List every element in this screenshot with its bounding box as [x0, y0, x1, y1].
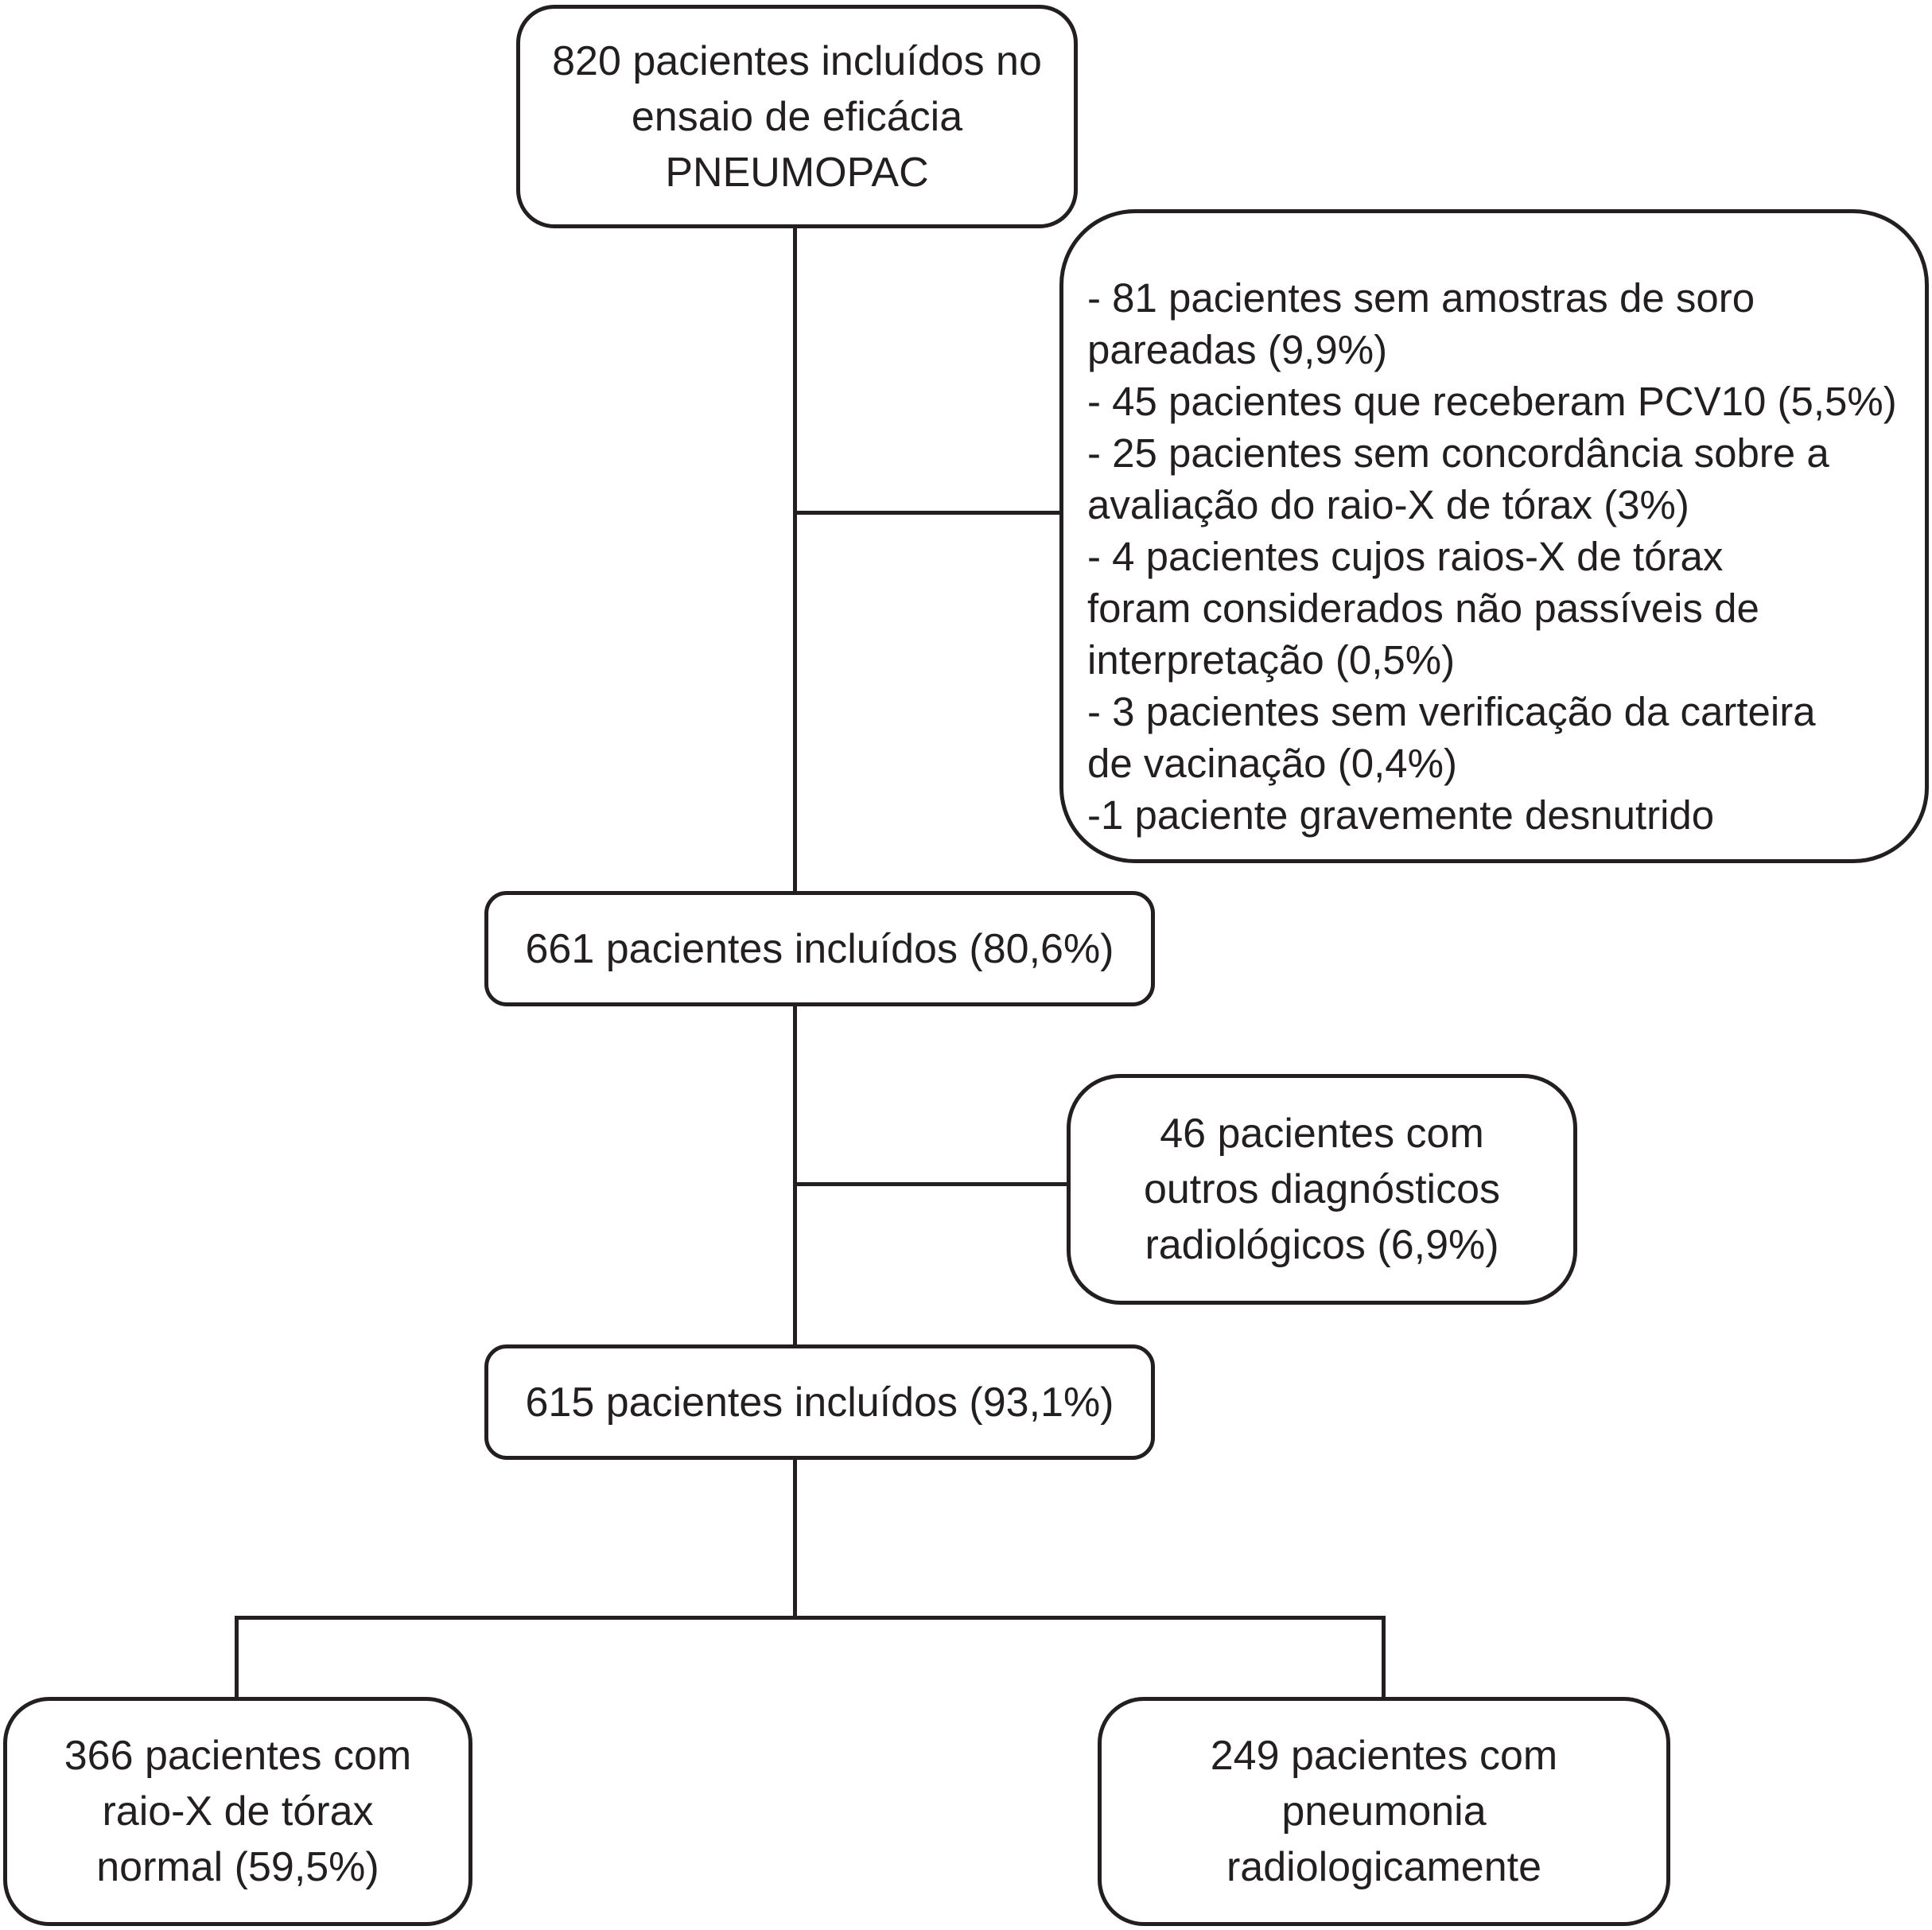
branch-drop-left: [235, 1616, 239, 1698]
connector-enrolled-to-661: [793, 226, 797, 893]
box-included-615: 615 pacientes incluídos (93,1%): [484, 1344, 1155, 1460]
branch-drop-right: [1382, 1616, 1386, 1698]
box-included-661: 661 pacientes incluídos (80,6%): [484, 891, 1155, 1006]
box-included-661-text: 661 pacientes incluídos (80,6%): [525, 925, 1114, 972]
branch-horizontal-line: [235, 1616, 1386, 1620]
connector-to-other-diagnoses-box: [795, 1182, 1068, 1186]
connector-to-exclusions-box: [795, 511, 1061, 515]
connector-661-to-615: [793, 1005, 797, 1346]
box-included-615-text: 615 pacientes incluídos (93,1%): [525, 1379, 1114, 1426]
connector-615-to-branch: [793, 1458, 797, 1619]
